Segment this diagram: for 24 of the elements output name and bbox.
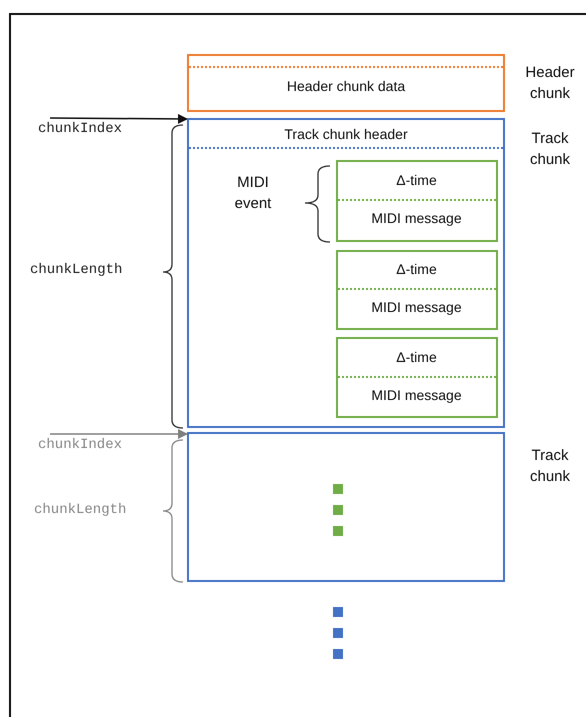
event-caption: MIDI event xyxy=(234,173,272,214)
box-text: MIDI message xyxy=(371,210,462,226)
box-text: MIDI message xyxy=(371,298,462,315)
field-name-label: chunkLength xyxy=(34,502,126,518)
chunk-box xyxy=(187,118,505,428)
box-text: MIDI message xyxy=(371,386,462,402)
field-name-label: chunkIndex xyxy=(38,434,122,456)
chunk-caption: Header chunk xyxy=(524,63,576,104)
header-chunk-box xyxy=(187,54,505,112)
chunk-box xyxy=(187,432,505,582)
field-name-label: chunkIndex xyxy=(38,118,122,140)
field-name-label: chunkLength xyxy=(30,262,122,278)
chunk-caption: Track chunk xyxy=(528,129,572,170)
box-text: Δ-time xyxy=(396,261,437,278)
event-box xyxy=(336,336,498,418)
box-text: Δ-time xyxy=(396,172,437,188)
event-box xyxy=(336,160,498,242)
event-box xyxy=(336,250,498,330)
box-text: Δ-time xyxy=(396,348,437,364)
arrow xyxy=(50,429,188,439)
arrow xyxy=(50,114,188,124)
chunk-caption: Track chunk xyxy=(528,446,572,487)
box-text: Header chunk data xyxy=(286,78,406,94)
box-text: Track chunk header xyxy=(284,126,408,142)
